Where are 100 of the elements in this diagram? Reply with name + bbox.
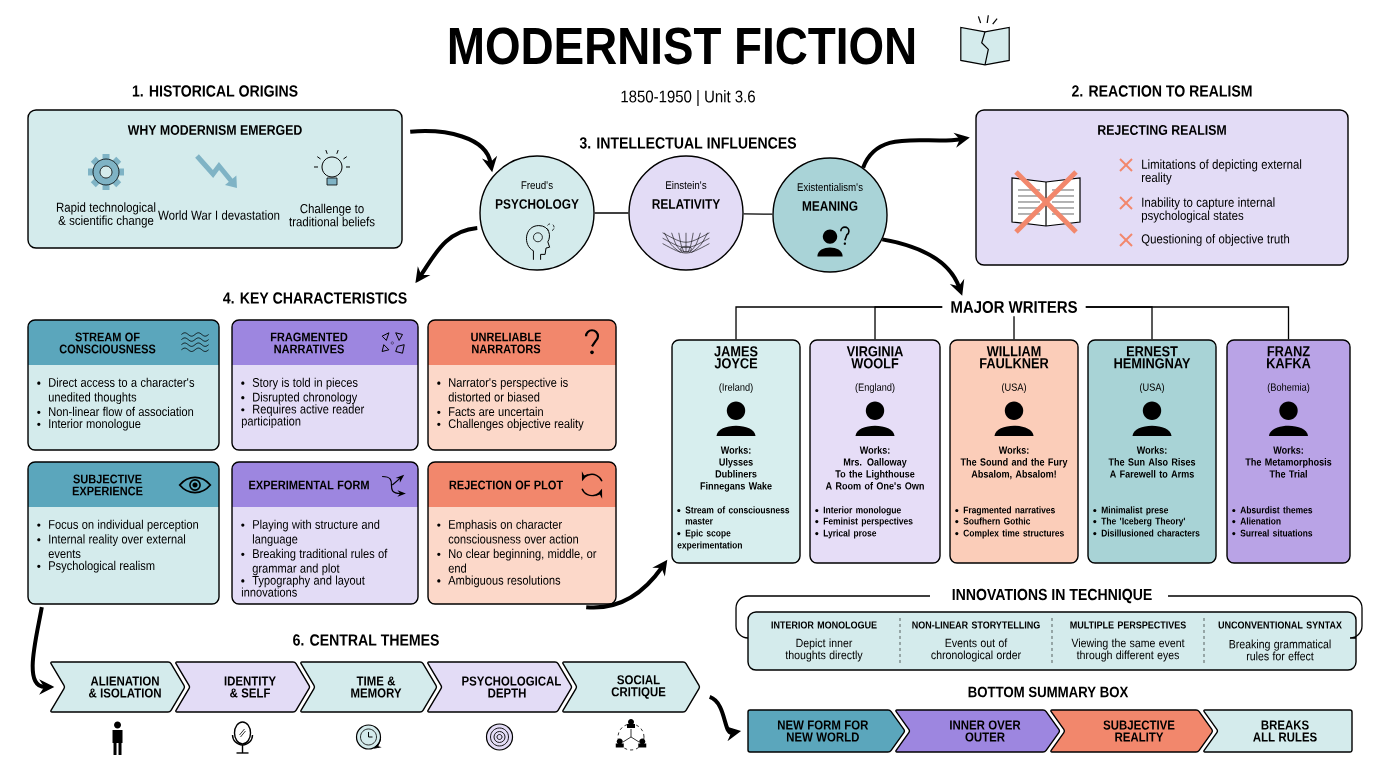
node-label: Works: <box>998 446 1029 454</box>
node-label: NON-LINEAR STORYTELLING <box>912 621 1040 629</box>
node-label: Lyrical prose <box>823 529 877 539</box>
node-label: Mrs. Oalloway <box>843 458 907 468</box>
node-label: Ambiguous resolutions <box>448 575 561 588</box>
node-label: To the Lighthouse <box>835 469 915 480</box>
node-label: Viewing the same event through different eyes <box>1071 638 1185 662</box>
characteristic-card: FRAGMENTED NARRATIVES Story is told in pieces Disrupted chronology Requires active reader participation <box>231 319 419 451</box>
node-label: STREAM OF CONSCIOUSNESS <box>59 332 156 354</box>
writer-card: WILLIAM FAULKNER (USA) Works: The Sound and the Fury Absalom, Absalom! Fragmented narratives Soufhern Gothic Complex time structures <box>949 339 1079 564</box>
item-text: Questioning of objective truth <box>1141 233 1290 247</box>
writer-card: ERNEST HEMINGNAY (USA) Works: The Sun Also Rises A Farewell to Arms Minimalist prese The 'Iceberg Theory' Disillusioned characters <box>1087 339 1217 564</box>
node-label: Internal reality over external events <box>48 534 186 559</box>
chevron-step: NEW FORM FOR NEW WORLD <box>747 709 906 753</box>
node-label: No clear beginning, middle, or end <box>448 548 597 573</box>
section-heading: 3. INTELLECTUAL INFLUENCES <box>579 137 797 149</box>
node-label: REJECTION OF PLOT <box>449 480 563 490</box>
node-label: Complex time structures <box>963 529 1064 539</box>
node-label: The Trial <box>1269 470 1307 478</box>
section-heading: 1. HISTORICAL ORIGINS <box>132 85 298 97</box>
node-label: Epic scope experimentation <box>677 529 742 551</box>
node-label: Disrupted chronology <box>253 392 358 405</box>
node-label: Playing with structure and language <box>252 519 380 546</box>
section-heading: INNOVATIONS IN TECHNIQUE <box>952 588 1152 604</box>
node-label: WILLIAM FAULKNER <box>980 346 1049 369</box>
node-label: UNRELIABLE NARRATORS <box>471 332 542 354</box>
chevron-step: PSYCHOLOGICAL DEPTH <box>427 661 573 713</box>
node-label: Breaking grammatical rules for effect <box>1229 639 1331 661</box>
node-label: VIRGINIA WOOLF <box>846 346 904 369</box>
node-label: Works: <box>1273 446 1303 454</box>
node-label: (USA) <box>1140 383 1165 393</box>
item-text: Inability to capture internal psychological states <box>1141 197 1275 223</box>
node-label: Narrator's perspective is distorted or biased <box>448 377 568 402</box>
node-label: Disillusioned characters <box>1101 529 1200 537</box>
node-label: Absalom, Absalom! <box>971 470 1056 480</box>
node-label: Interior monologue <box>823 506 901 516</box>
node-label: UNCONVENTIONAL SYNTAX <box>1218 621 1342 629</box>
node-label: EXPERIMENTAL FORM <box>249 480 369 490</box>
chevron-step: IDENTITY & SELF <box>175 661 311 713</box>
node-label: Events out of chronological order <box>931 638 1021 662</box>
node-label: The 'Iceberg Theory' <box>1101 517 1185 527</box>
item-text: Limitations of depicting external reality <box>1141 159 1302 185</box>
node-label: Stream of consciousness master <box>685 506 790 525</box>
writer-card: JAMES JOYCE (Ireland) Works: Ulysses Dubliners Finnegans Wake Stream of consciousness master Epic scope experimentation <box>671 339 801 564</box>
section-heading: 2. REACTION TO REALISM <box>1072 85 1252 97</box>
node-label: A Room of One's Own <box>825 481 924 490</box>
node-label: Alienation <box>1240 517 1281 525</box>
node-label: A Farewell to Arms <box>1109 470 1194 478</box>
characteristic-card: STREAM OF CONSCIOUSNESS Direct access to a character's unedited thoughts Non-linear flow of association Interior monologue <box>27 319 220 451</box>
node-label: Non-linear flow of association <box>49 406 194 417</box>
node-label: (England) <box>855 383 895 393</box>
node-label: (USA) <box>1002 383 1027 393</box>
node-label: Depict inner thoughts directly <box>785 638 863 662</box>
characteristic-card: UNRELIABLE NARRATORS Narrator's perspective is distorted or biased Facts are uncertain Challenges objective reality <box>427 319 617 451</box>
writer-card: VIRGINIA WOOLF (England) Works: Mrs. Oalloway To the Lighthouse A Room of One's Own Interior monologue Feminist perspectives Lyrical prose <box>809 339 941 564</box>
section-heading: BOTTOM SUMMARY BOX <box>968 686 1129 698</box>
technique-panel: INTERIOR MONOLOGUE Depict inner thoughts directly NON-LINEAR STORYTELLING Events out of chronological order MULTIPLE PERSPECTIVES Viewing the same event through different eyes UNCONVENTIONAL SYNTAX Breaking grammatical rules for effect <box>747 611 1357 671</box>
connector-line <box>874 306 943 340</box>
node-label: Works: <box>859 446 890 454</box>
node-label: INTERIOR MONOLOGUE <box>771 621 877 629</box>
node-label: (Ireland) <box>719 383 753 393</box>
writer-card: FRANZ KAFKA (Bohemia) Works: The Metamorphosis The Trial Absurdist themes Alienation Surreal situations <box>1226 339 1351 564</box>
connector-line <box>594 212 629 214</box>
chevron-step: TIME & MEMORY <box>300 661 438 713</box>
subtitle: 1850-1950 | Unit 3.6 <box>621 90 755 106</box>
node-label: The Metamorphosis <box>1245 458 1332 468</box>
node-label: Challenges objective reality <box>448 418 584 431</box>
node-label: Soufhern Gothic <box>963 517 1031 525</box>
characteristic-card: EXPERIMENTAL FORM Playing with structure and language Breaking traditional rules of grammar and plot Typography and layout innovations <box>231 461 419 605</box>
node-label: The Sound and the Fury <box>960 458 1068 468</box>
node-label: Finnegans Wake <box>700 481 772 492</box>
chevron-step: SOCIAL CRITIQUE <box>562 661 701 713</box>
characteristic-card: REJECTION OF PLOT Emphasis on character consciousness over action No clear beginning, middle, or end Ambiguous resolutions <box>427 461 617 605</box>
node-label: MULTIPLE PERSPECTIVES <box>1070 621 1186 629</box>
chevron-step: ALIENATION & ISOLATION <box>50 661 186 713</box>
node-label: Psychological realism <box>49 560 155 573</box>
node-label: ERNEST HEMINGNAY <box>1114 346 1191 369</box>
node-label: Feminist perspectives <box>823 517 913 527</box>
node-label: Absurdist themes <box>1240 506 1313 514</box>
item-text: Challenge to traditional beliefs <box>289 203 375 227</box>
node-label: FRAGMENTED NARRATIVES <box>270 332 348 354</box>
item-text: World War I devastation <box>158 210 280 220</box>
characteristic-card: SUBJECTIVE EXPERIENCE Focus on individual perception Internal reality over external events Psychological realism <box>27 461 220 605</box>
title: MODERNIST FICTION <box>449 27 915 65</box>
node-label: Dubliners <box>715 469 757 478</box>
node-label: Direct access to a character's unedited thoughts <box>48 377 195 404</box>
node-label: Minimalist prese <box>1101 506 1169 516</box>
node-label: (Bohemia) <box>1267 383 1310 393</box>
section-heading: 6. CENTRAL THEMES <box>293 634 439 646</box>
node-label: Works: <box>1136 446 1167 454</box>
node-label: The Sun Also Rises <box>1108 458 1196 466</box>
section-heading: 4. KEY CHARACTERISTICS <box>223 292 407 304</box>
section-heading: MAJOR WRITERS <box>951 300 1077 313</box>
node-label: Works: <box>720 446 751 454</box>
node-label: Ulysses <box>719 458 753 468</box>
node-label: Emphasis on character consciousness over action <box>448 519 579 544</box>
node-label: Story is told in pieces <box>252 377 358 390</box>
node-label: Interior monologue <box>49 418 141 431</box>
connector-line <box>1085 306 1290 340</box>
node-label: Surreal situations <box>1240 529 1313 537</box>
